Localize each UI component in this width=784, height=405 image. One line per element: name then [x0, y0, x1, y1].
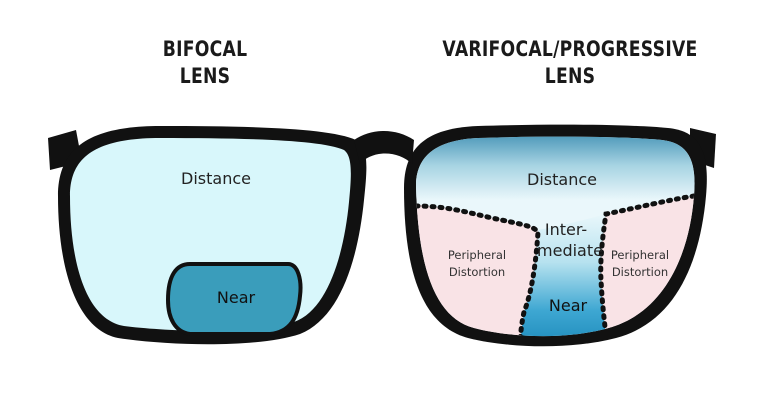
bifocal-heading-line1: BIFOCAL [162, 37, 248, 61]
progressive-lens: Distance Inter- mediate Near Peripheral … [416, 136, 695, 337]
nose-bridge [354, 131, 414, 164]
intermediate-label-line1: Inter- [545, 220, 587, 239]
left-boundary-dots [416, 203, 541, 337]
right-boundary-dots [598, 193, 695, 337]
progressive-heading-line1: VARIFOCAL/PROGRESSIVE [442, 37, 698, 61]
near-segment [165, 262, 303, 336]
right-distortion-label-line2: Distortion [612, 265, 668, 279]
bifocal-lens: Distance Near [70, 138, 351, 336]
progressive-heading: VARIFOCAL/PROGRESSIVE LENS [439, 36, 701, 90]
left-distortion-label-line2: Distortion [449, 265, 505, 279]
intermediate-label-line2: mediate [537, 241, 603, 260]
progressive-corridor [520, 214, 608, 337]
progressive-near-label: Near [549, 296, 588, 315]
progressive-distance-label: Distance [527, 170, 597, 189]
bifocal-near-label: Near [217, 288, 256, 307]
bifocal-heading: BIFOCAL LENS [115, 36, 295, 90]
left-distortion-label-line1: Peripheral [448, 248, 506, 262]
bifocal-heading-line2: LENS [179, 64, 231, 88]
progressive-heading-line2: LENS [544, 64, 596, 88]
right-distortion-label-line1: Peripheral [611, 248, 669, 262]
bifocal-distance-label: Distance [181, 169, 251, 188]
distance-zone-gradient [416, 136, 695, 200]
